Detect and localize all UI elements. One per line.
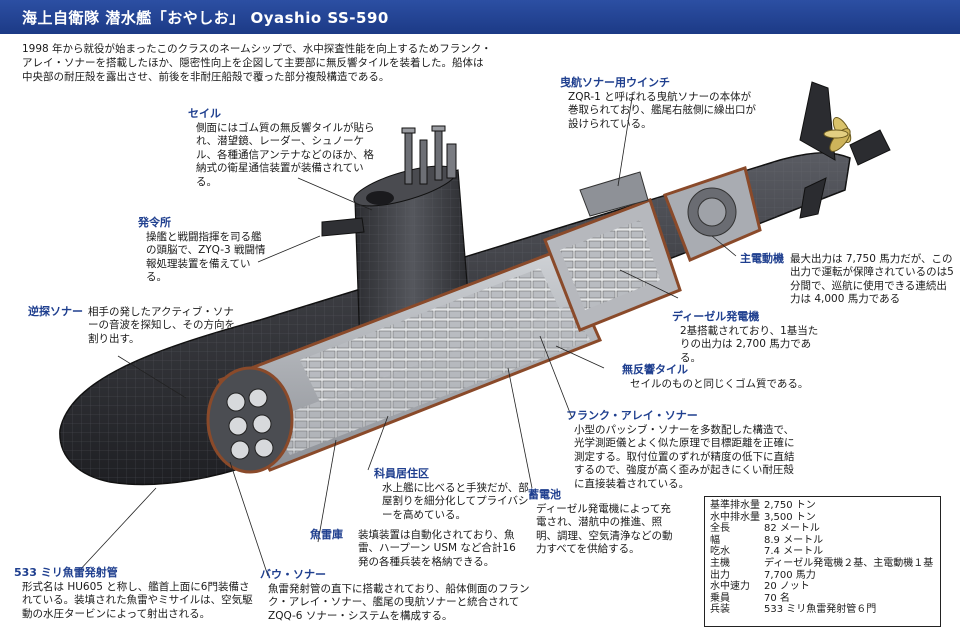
intro-text: 1998 年から就役が始まったこのクラスのネームシップで、水中探査性能を向上する… <box>22 43 492 83</box>
callout-body: ZQR-1 と呼ばれる曳航ソナーの本体が巻取られており、艦尾右舷側に繰出口が設け… <box>568 90 756 130</box>
callout-title: 逆探ソナー <box>28 305 83 318</box>
callout-body: 魚雷発射管の直下に搭載されており、船体側面のフランク・アレイ・ソナー、艦尾の曳航… <box>268 582 530 622</box>
callout-body: 相手の発したアクティブ・ソナーの音波を探知し、その方向を割り出す。 <box>88 305 235 345</box>
spec-key: 乗員 <box>710 592 730 604</box>
callout-body: 形式名は HU605 と称し、艦首上面に6門装備されている。装填された魚雷やミサ… <box>22 580 253 620</box>
callout-title: 主電動機 <box>740 252 784 265</box>
spec-value: ディーゼル発電機２基、主電動機１基 <box>764 557 934 569</box>
spec-key: 兵装 <box>710 604 730 616</box>
spec-row: 水中排水量 3,500 トン <box>710 512 937 524</box>
callout-body: 側面にはゴム質の無反響タイルが貼られ、潜望鏡、レーダー、シュノーケル、各種通信ア… <box>196 121 375 188</box>
cutaway-interior <box>206 166 762 474</box>
spec-key: 全長 <box>710 523 730 535</box>
spec-key: 主機 <box>710 557 730 569</box>
callout-body: 2基搭載されており、1基当たりの出力は 2,700 馬力である。 <box>680 324 819 364</box>
callout-battery: 蓄電池 ディーゼル発電機によって充電され、潜航中の推進、照明、調理、空気清浄など… <box>528 488 678 557</box>
spec-row: 基準排水量 2,750 トン <box>710 500 937 512</box>
page-title: 海上自衛隊 潜水艦「おやしお」 Oyashio SS-590 <box>22 9 389 27</box>
callout-title: 無反響タイル <box>622 363 688 376</box>
callout-sail: セイル 側面にはゴム質の無反響タイルが貼られ、潜望鏡、レーダー、シュノーケル、各… <box>188 107 378 189</box>
callout-body: セイルのものと同じくゴム質である。 <box>630 377 809 390</box>
spec-key: 水中排水量 <box>710 511 760 523</box>
callout-torpedo-tubes: 533 ミリ魚雷発射管 形式名は HU605 と称し、艦首上面に6門装備されてい… <box>14 566 258 621</box>
callout-tile: 無反響タイル セイルのものと同じくゴム質である。 <box>622 363 822 391</box>
callout-title: 曳航ソナー用ウインチ <box>560 76 670 89</box>
callout-title: 科員居住区 <box>374 467 429 480</box>
spec-row: 出力 7,700 馬力 <box>710 570 937 582</box>
callout-body: 操艦と戦闘指揮を司る艦の頭脳で、ZYQ-3 戦闘情報処理装置を備えている。 <box>146 230 266 284</box>
callout-title: 発令所 <box>138 216 171 229</box>
spec-key: 水中速力 <box>710 581 750 593</box>
spec-value: 20 ノット <box>764 581 810 593</box>
spec-value: 3,500 トン <box>764 511 816 523</box>
spec-table: 基準排水量 2,750 トン 水中排水量 3,500 トン 全長 82 メートル 幅 8… <box>704 496 941 627</box>
callout-reverse-sonar: 逆探ソナー 相手の発したアクティブ・ソナーの音波を探知し、その方向を割り出す。 <box>28 305 238 346</box>
callout-body: 装填装置は自動化されており、魚雷、ハープーン USM など合計16 発の各種兵装… <box>358 528 516 568</box>
masts <box>401 125 457 185</box>
spec-rows: 基準排水量 2,750 トン 水中排水量 3,500 トン 全長 82 メートル 幅 8… <box>710 500 937 616</box>
spec-value: 2,750 トン <box>764 500 816 511</box>
title-bar: 海上自衛隊 潜水艦「おやしお」 Oyashio SS-590 <box>0 0 960 34</box>
spec-row: 全長 82 メートル <box>710 523 937 535</box>
spec-value: 70 名 <box>764 592 790 604</box>
callout-body: 最大出力は 7,750 馬力だが、この出力で運転が保障されているのは5分間で、巡… <box>790 252 954 306</box>
spec-row: 主機 ディーゼル発電機２基、主電動機１基 <box>710 558 937 570</box>
spec-value: 533 ミリ魚雷発射管６門 <box>764 604 877 616</box>
callout-body: 水上艦に比べると手狭だが、部屋割りを細分化してプライバシーを高めている。 <box>382 481 529 521</box>
spec-row: 兵装 533 ミリ魚雷発射管６門 <box>710 604 937 616</box>
spec-key: 基準排水量 <box>710 500 760 511</box>
callout-title: セイル <box>188 107 221 120</box>
callout-motor: 主電動機 最大出力は 7,750 馬力だが、この出力で運転が保障されているのは5… <box>740 252 956 307</box>
callout-crew-quarters: 科員居住区 水上艦に比べると手狭だが、部屋割りを細分化してプライバシーを高めてい… <box>374 467 534 522</box>
spec-key: 幅 <box>710 534 720 546</box>
callout-title: 魚雷庫 <box>310 528 343 541</box>
spec-value: 7.4 メートル <box>764 546 824 558</box>
spec-row: 吃水 7.4 メートル <box>710 546 937 558</box>
spec-key: 吃水 <box>710 546 730 558</box>
callout-flank-array: フランク・アレイ・ソナー 小型のパッシブ・ソナーを多数配した構造で、光学測距儀と… <box>566 409 798 491</box>
spec-key: 出力 <box>710 569 730 581</box>
callout-title: フランク・アレイ・ソナー <box>566 409 698 422</box>
callout-bow-sonar: バウ・ソナー 魚雷発射管の直下に搭載されており、船体側面のフランク・アレイ・ソナ… <box>260 568 540 623</box>
callout-title: ディーゼル発電機 <box>672 310 760 323</box>
spec-row: 幅 8.9 メートル <box>710 535 937 547</box>
callout-title: 533 ミリ魚雷発射管 <box>14 566 118 579</box>
spec-value: 8.9 メートル <box>764 534 824 546</box>
stern <box>799 81 891 219</box>
spec-row: 水中速力 20 ノット <box>710 581 937 593</box>
spec-value: 7,700 馬力 <box>764 569 816 581</box>
callout-body: ディーゼル発電機によって充電され、潜航中の推進、照明、調理、空気清浄などの動力す… <box>536 502 673 556</box>
torpedo-tubes <box>206 366 294 474</box>
callout-winch: 曳航ソナー用ウインチ ZQR-1 と呼ばれる曳航ソナーの本体が巻取られており、艦… <box>560 76 756 131</box>
leader-lines <box>77 97 737 577</box>
callout-title: バウ・ソナー <box>260 568 326 581</box>
callout-diesel: ディーゼル発電機 2基搭載されており、1基当たりの出力は 2,700 馬力である… <box>672 310 822 365</box>
callout-body: 小型のパッシブ・ソナーを多数配した構造で、光学測距儀とよく似た原理で目標距離を正… <box>574 423 795 490</box>
propeller-icon <box>823 117 852 152</box>
spec-row: 乗員 70 名 <box>710 593 937 605</box>
callout-title: 蓄電池 <box>528 488 561 501</box>
callout-torpedo-room: 魚雷庫 装填装置は自動化されており、魚雷、ハープーン USM など合計16 発の… <box>310 528 526 569</box>
callout-command: 発令所 操艦と戦闘指揮を司る艦の頭脳で、ZYQ-3 戦闘情報処理装置を備えている… <box>138 216 270 285</box>
spec-value: 82 メートル <box>764 523 820 535</box>
